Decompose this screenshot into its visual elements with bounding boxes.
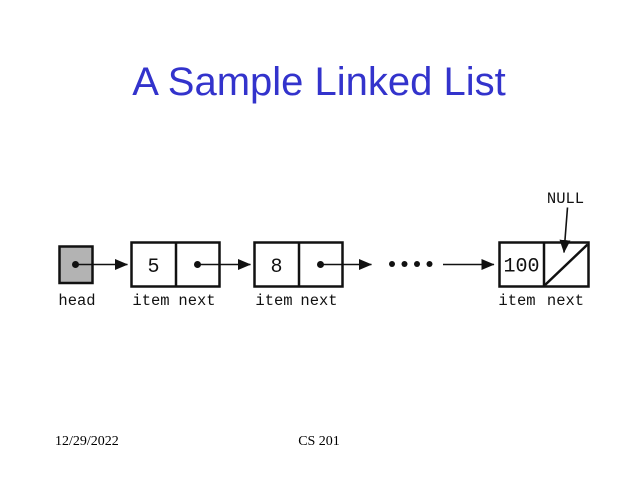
node-3-next-label: next (547, 292, 584, 310)
node-3-item-label: item (498, 292, 535, 310)
node-1: 5 item next (130, 241, 251, 310)
node-3: 100 NULL item next (498, 190, 590, 310)
node-1-item-label: item (132, 292, 169, 310)
node-1-next-label: next (178, 292, 215, 310)
footer-course: CS 201 (298, 434, 340, 449)
head-label: head (58, 292, 95, 310)
ellipsis-dot-1 (389, 261, 395, 267)
slide-title: A Sample Linked List (132, 60, 506, 104)
ellipsis (389, 259, 495, 270)
ellipsis-dot-2 (401, 261, 408, 267)
footer-date: 12/29/2022 (55, 434, 119, 449)
node-2: 8 item next (253, 241, 372, 310)
node-2-next-label: next (300, 292, 337, 310)
ellipsis-dot-3 (414, 261, 420, 267)
null-slash (544, 243, 589, 286)
node-2-item-label: item (255, 292, 292, 310)
ellipsis-dot-4 (426, 261, 433, 267)
null-arrow (559, 207, 571, 253)
head-pointer: head (58, 245, 128, 310)
node-3-item-value: 100 (503, 256, 539, 279)
node-2-item-value: 8 (270, 256, 282, 279)
null-label: NULL (547, 190, 584, 208)
node-1-item-value: 5 (147, 256, 159, 279)
